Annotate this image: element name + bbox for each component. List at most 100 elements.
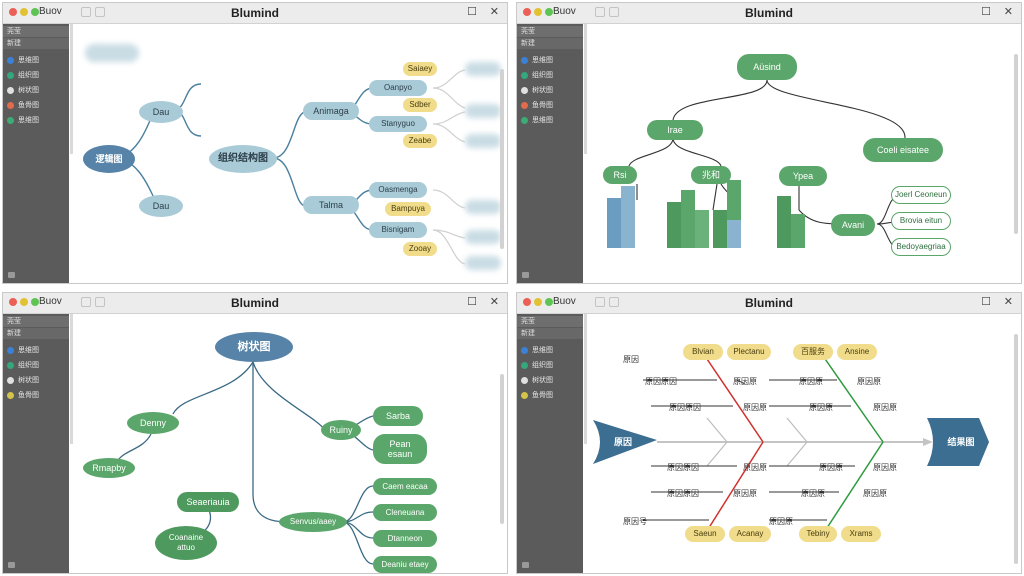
sidebar-item-extra[interactable]: 思维图 <box>7 116 39 125</box>
sidebar-item[interactable]: 新建 <box>517 38 583 49</box>
canvas[interactable]: 逻辑图 Dau Dau 组织结构图 Animaga Talma Oanpyo S… <box>73 24 507 283</box>
sidebar-item[interactable]: 新建 <box>3 38 69 49</box>
node-left-top[interactable]: Dau <box>139 101 183 123</box>
minimize-window-button[interactable] <box>534 8 542 16</box>
node-center[interactable]: 组织结构图 <box>209 145 277 173</box>
sidebar-item-extra[interactable]: 思维图 <box>521 116 553 125</box>
sidebar-item-tree[interactable]: 树状图 <box>7 376 39 385</box>
fishbone-right-head[interactable]: 结果图 <box>947 437 975 447</box>
sidebar-item-tree[interactable]: 树状图 <box>521 86 553 95</box>
leaf-node[interactable]: Pean esaun <box>373 434 427 464</box>
note-node[interactable]: Saiaey <box>403 62 437 76</box>
close-window-button[interactable] <box>523 8 531 16</box>
close-window-button[interactable] <box>523 298 531 306</box>
document-tab[interactable]: Buov <box>39 6 62 17</box>
close-button[interactable]: ✕ <box>1003 6 1013 18</box>
canvas-scrollbar[interactable] <box>500 69 504 249</box>
node-branch-bottom[interactable]: Talma <box>303 196 359 214</box>
root-node[interactable]: 树状图 <box>215 332 293 362</box>
restore-button[interactable]: ☐ <box>981 296 991 308</box>
close-window-button[interactable] <box>9 298 17 306</box>
leaf-node[interactable]: Deaniu etaey <box>373 556 437 573</box>
restore-button[interactable]: ☐ <box>467 6 477 18</box>
zoom-window-button[interactable] <box>31 8 39 16</box>
note-node[interactable]: Zeabe <box>403 134 437 148</box>
sidebar-footer-icon[interactable] <box>8 562 15 568</box>
sidebar-item[interactable]: 莞莹 <box>3 26 69 37</box>
sidebar-footer-icon[interactable] <box>8 272 15 278</box>
leaf-node[interactable]: Caem eacaa <box>373 478 437 495</box>
category-label[interactable]: Saeun <box>685 526 725 542</box>
minimize-window-button[interactable] <box>20 8 28 16</box>
sidebar-item[interactable]: 莞莹 <box>517 26 583 37</box>
leaf-node[interactable]: Oasmenga <box>369 182 427 198</box>
root-node[interactable]: Aüsind <box>737 54 797 80</box>
node-right[interactable]: Coeli eisatee <box>863 138 943 162</box>
leaf-node[interactable]: Joerl Ceoneun <box>891 186 951 204</box>
node-far-left[interactable]: Rmapby <box>83 458 135 478</box>
category-label[interactable]: 百服务 <box>793 344 833 360</box>
canvas-scrollbar[interactable] <box>1014 334 1018 564</box>
close-button[interactable]: ✕ <box>489 296 499 308</box>
document-tab[interactable]: Buov <box>553 6 576 17</box>
note-node[interactable]: Bampuya <box>385 202 431 216</box>
restore-button[interactable]: ☐ <box>467 296 477 308</box>
close-window-button[interactable] <box>9 8 17 16</box>
toolbar-icon[interactable] <box>595 7 605 17</box>
toolbar-icon[interactable] <box>595 297 605 307</box>
node-left-bottom[interactable]: Dau <box>139 195 183 217</box>
sidebar-item[interactable]: 莞莹 <box>517 316 583 327</box>
sidebar-scrollbar[interactable] <box>584 24 587 154</box>
canvas[interactable]: 树状图 Denny Rmapby Seaeriauia Coanaine att… <box>73 314 507 573</box>
sidebar-item-org[interactable]: 组织图 <box>521 361 553 370</box>
leaf-node[interactable]: Dtanneon <box>373 530 437 547</box>
canvas-scrollbar[interactable] <box>1014 54 1018 234</box>
toolbar-icon[interactable] <box>95 7 105 17</box>
leaf-node[interactable]: Bedoyaegriaa <box>891 238 951 256</box>
sidebar-item-mindmap[interactable]: 思维图 <box>7 346 39 355</box>
leaf-node[interactable]: Cleneuana <box>373 504 437 521</box>
sidebar-scrollbar[interactable] <box>584 314 587 444</box>
leaf-node[interactable]: Oanpyo <box>369 80 427 96</box>
toolbar-icon[interactable] <box>95 297 105 307</box>
document-tab[interactable]: Buov <box>39 296 62 307</box>
sidebar-item-mindmap[interactable]: 思维图 <box>521 56 553 65</box>
node-right-top[interactable]: Ruiny <box>321 420 361 440</box>
sidebar-item-mindmap[interactable]: 思维图 <box>7 56 39 65</box>
note-node[interactable]: Sdber <box>403 98 437 112</box>
close-button[interactable]: ✕ <box>489 6 499 18</box>
node-left[interactable]: Denny <box>127 412 179 434</box>
zoom-window-button[interactable] <box>31 298 39 306</box>
note-node[interactable]: Zooay <box>403 242 437 256</box>
root-node[interactable]: 逻辑图 <box>83 145 135 173</box>
sidebar-item-mindmap[interactable]: 思维图 <box>521 346 553 355</box>
node-branch[interactable]: Avani <box>831 214 875 236</box>
sidebar-footer-icon[interactable] <box>522 562 529 568</box>
close-button[interactable]: ✕ <box>1003 296 1013 308</box>
sidebar-item-fishbone[interactable]: 鱼骨图 <box>7 101 39 110</box>
canvas[interactable]: Aüsind Irae Coeli eisatee Rsi 兆和 Ypea Av… <box>587 24 1021 283</box>
sidebar-item[interactable]: 新建 <box>3 328 69 339</box>
node-l1[interactable]: Rsi <box>603 166 637 184</box>
toolbar-icon[interactable] <box>609 7 619 17</box>
leaf-node[interactable]: Brovia eitun <box>891 212 951 230</box>
category-label[interactable]: Ansine <box>837 344 877 360</box>
sidebar-item-org[interactable]: 组织图 <box>7 361 39 370</box>
document-tab[interactable]: Buov <box>553 296 576 307</box>
category-label[interactable]: Blvian <box>683 344 723 360</box>
minimize-window-button[interactable] <box>534 298 542 306</box>
sidebar-item[interactable]: 新建 <box>517 328 583 339</box>
category-label[interactable]: Plectanu <box>727 344 771 360</box>
node-l2[interactable]: 兆和 <box>691 166 731 184</box>
node-left[interactable]: Irae <box>647 120 703 140</box>
canvas-scrollbar[interactable] <box>500 374 504 524</box>
category-label[interactable]: Acanay <box>729 526 771 542</box>
blob-bottom[interactable]: Coanaine attuo <box>155 526 217 560</box>
leaf-node[interactable]: Bisnigam <box>369 222 427 238</box>
sidebar-item-org[interactable]: 组织图 <box>521 71 553 80</box>
sidebar-item-fishbone[interactable]: 鱼骨图 <box>7 391 39 400</box>
sidebar-scrollbar[interactable] <box>70 314 73 444</box>
node-mid[interactable]: Senvus/aaey <box>279 512 347 532</box>
node-mid[interactable]: Ypea <box>779 166 827 186</box>
leaf-node[interactable]: Stanyguo <box>369 116 427 132</box>
